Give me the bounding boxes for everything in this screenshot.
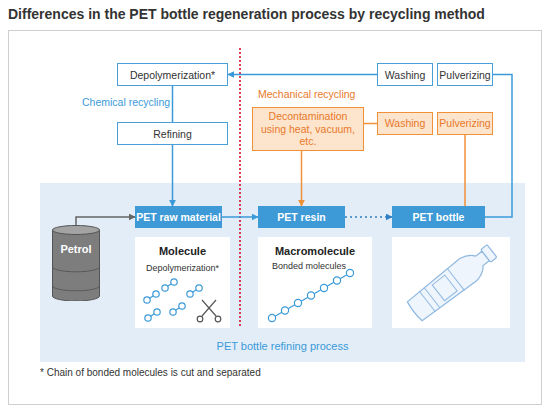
node-label: Decontamination using heat, vacuum, etc. [259, 110, 357, 148]
outer-frame [9, 31, 542, 405]
node-subtext: Bonded molecules [272, 261, 346, 271]
node-label: Washing [385, 117, 425, 130]
material-box: PET bottle [392, 206, 485, 228]
node-label: Depolymerization* [130, 69, 215, 81]
node-label: PET raw material [136, 211, 221, 223]
node-label: Washing [385, 69, 425, 81]
molecule-atom [179, 303, 185, 309]
flow-connector [464, 135, 466, 206]
process-box: Pulverizing [437, 63, 493, 86]
diagram-title: Differences in the PET bottle regenerati… [8, 6, 485, 22]
chain-atoms [268, 269, 353, 321]
process-box: Depolymerization* [117, 63, 228, 86]
bottle-ridge [419, 291, 435, 311]
chain-atom [320, 284, 327, 291]
node-subtext: Depolymerization* [135, 263, 230, 273]
bottle-body [405, 245, 494, 323]
scissors-handle [197, 316, 203, 322]
barrel-shape [52, 225, 100, 301]
bottle-cap [481, 245, 497, 263]
chain-atom [346, 269, 353, 276]
flow-connector [228, 74, 377, 76]
flow-connector [76, 217, 135, 225]
flow-connector [301, 151, 303, 206]
flow-connector [172, 145, 174, 206]
molecule-atom [154, 309, 160, 315]
molecule-bond [147, 294, 156, 300]
bottle-ridge [447, 268, 464, 290]
petrol-barrel: Petrol [52, 225, 100, 301]
molecule-atom [171, 279, 177, 285]
node-label: Petrol [52, 243, 100, 255]
barrel-rib [53, 267, 100, 272]
chain-atom [294, 299, 301, 306]
chain-atom [268, 314, 275, 321]
molecule-atom [144, 297, 150, 303]
node-label: Pulverizing [439, 69, 490, 81]
molecule-atom [196, 285, 202, 291]
node-label: Molecule [135, 245, 230, 257]
chain-bond [272, 273, 350, 318]
node-label: PET resin [277, 211, 325, 223]
flow-connector [364, 123, 377, 125]
chain-atom [333, 277, 340, 284]
divider-line [239, 48, 241, 327]
section-label: Chemical recycling [82, 96, 170, 108]
molecule-bond [165, 282, 174, 288]
molecule-bond [148, 312, 157, 318]
node-label: Pulverizing [439, 117, 490, 130]
material-box: PET raw material [135, 206, 222, 228]
process-box: Washing [377, 63, 433, 86]
chain-atom [307, 292, 314, 299]
flow-connector [345, 216, 392, 218]
molecule-units [144, 279, 202, 321]
bottle-ridge [424, 288, 440, 308]
flow-connector [172, 86, 174, 122]
node-label: Macromolecule [258, 245, 372, 257]
chain-atom [281, 307, 288, 314]
scissors-blade [202, 300, 216, 316]
molecule-atom [187, 291, 193, 297]
barrel-body [53, 230, 100, 301]
footnote: * Chain of bonded molecules is cut and s… [40, 367, 261, 378]
bonded-chain [268, 269, 353, 321]
barrel-rib [53, 286, 100, 291]
info-panel: MoleculeDepolymerization* [135, 237, 230, 328]
barrel-top [53, 226, 100, 235]
scissors-blade [202, 300, 216, 316]
bottle-panel [392, 237, 510, 328]
process-band: PET bottle refining process Petrol PET raw… [40, 183, 525, 362]
flow-connector [222, 216, 258, 218]
molecule-bond [190, 288, 199, 294]
molecule-bond [173, 306, 182, 312]
node-label: PET bottle refining process [40, 340, 525, 352]
process-box: Refining [117, 122, 228, 145]
scissors-icon [197, 300, 221, 322]
material-box: PET resin [258, 206, 345, 228]
molecule-atom [170, 309, 176, 315]
bottle-label [432, 275, 457, 301]
node-label: Refining [153, 128, 192, 140]
process-box: Washing [377, 112, 433, 135]
process-box: Decontamination using heat, vacuum, etc. [252, 107, 364, 151]
section-label: Mechanical recycling [258, 88, 355, 100]
node-label: PET bottle [413, 211, 465, 223]
molecule-atom [153, 291, 159, 297]
molecule-atom [145, 315, 151, 321]
process-box: Pulverizing [437, 112, 493, 135]
molecule-atom [162, 285, 168, 291]
bottle-illustration [405, 240, 500, 323]
flow-connector [485, 75, 512, 218]
info-panel: MacromoleculeBonded molecules [258, 237, 372, 328]
scissors-handle [215, 316, 221, 322]
